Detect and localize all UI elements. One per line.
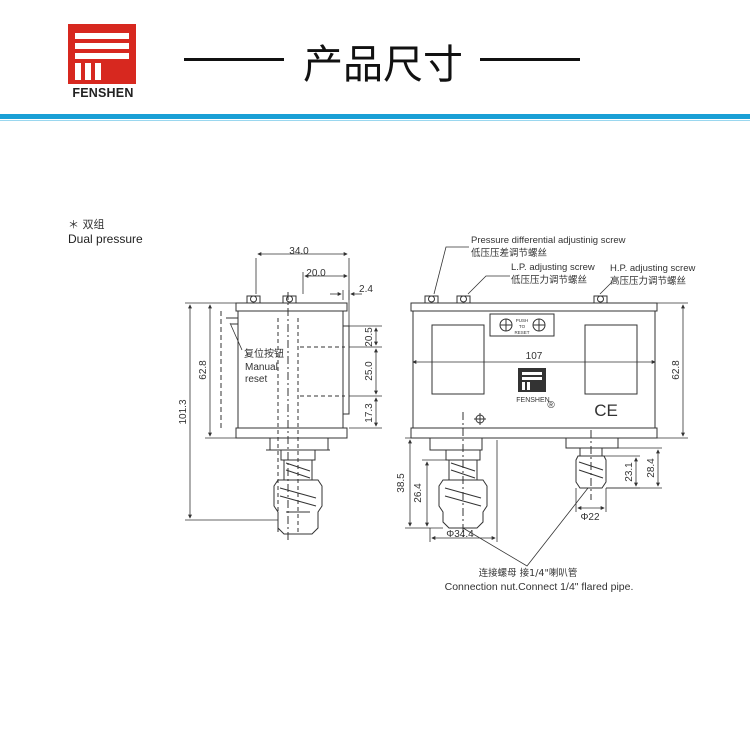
label-lp-en: L.P. adjusting screw [511,262,595,273]
push-text-3: RESET [514,330,529,335]
dim-width-inner: 20.0 [306,268,326,279]
ce-mark: CE [594,401,618,420]
brand-logo [68,24,136,84]
dim-dia-right: Φ22 [580,512,600,523]
dim-width: 107 [526,351,543,362]
dim-h-left: 38.5 [396,473,407,493]
dim-height-right: 62.8 [671,360,682,380]
dim-h-right-inner: 23.1 [624,462,635,482]
dim-width-total: 34.0 [289,246,309,257]
page-title-text: 产品尺寸 [303,42,463,88]
front-brand-plate [518,368,546,392]
title-rule-right [480,58,580,61]
registered-mark: ® [547,400,555,411]
section-marker: ＊ 双组 [68,218,105,231]
connection-label-en: Connection nut.Connect 1/4" flared pipe. [445,581,634,593]
plate-brand: FENSHEN [516,397,549,404]
title-rule-left [184,58,284,61]
dim-h3: 17.3 [364,403,375,423]
dim-total-height: 101.3 [178,399,189,424]
dim-h-right: 28.4 [646,458,657,478]
label-lp-cn: 低压压力调节螺丝 [511,274,587,286]
label-diff-en: Pressure differential adjustinig screw [471,235,626,246]
reset-label-en-1: Manual [245,362,278,373]
push-text-2: TO [519,324,526,329]
header-divider [0,114,750,119]
right-front-view [410,295,658,540]
right-view-labels: Pressure differential adjustinig screw 低… [396,235,696,593]
dim-dia-left: Φ34.4 [446,529,474,540]
dim-offset: 2.4 [359,284,373,295]
header-divider-thin [0,120,750,121]
logo-mark-icon [75,33,129,80]
push-text-1: PUSH [516,318,529,323]
left-view-dim-labels: 34.0 20.0 2.4 20.5 25.0 17.3 62.8 101.3 … [178,246,375,425]
right-view-dimensions [405,246,688,567]
dim-h2: 25.0 [364,361,375,381]
dim-h-left-inner: 26.4 [413,483,424,503]
label-hp-en: H.P. adjusting screw [610,263,696,274]
dim-h1: 20.5 [364,327,375,347]
dim-body-height: 62.8 [198,360,209,380]
section-title: Dual pressure [68,232,143,246]
connection-label-cn: 连接螺母 接1/4"喇叭管 [479,567,578,579]
label-hp-cn: 高压压力调节螺丝 [610,275,686,287]
label-diff-cn: 低压压差调节螺丝 [471,247,547,259]
page-title: 产品尺寸 [184,28,604,88]
reset-label-cn: 复位按钮 [244,347,284,360]
left-view-dimensions [185,252,382,521]
brand-name: FENSHEN [72,86,134,100]
reset-label-en-2: reset [245,374,267,385]
left-side-view [220,292,350,540]
